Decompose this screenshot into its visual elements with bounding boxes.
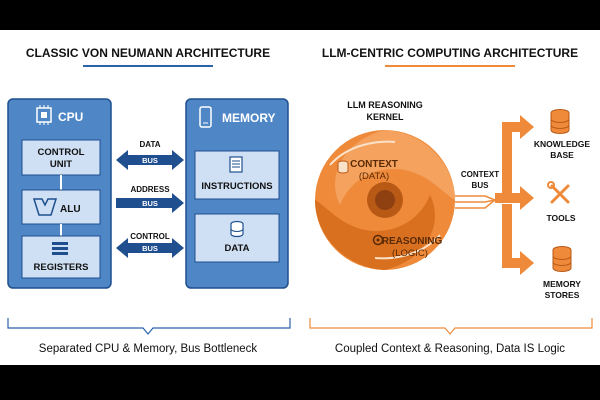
tools-label: TOOLS [546,213,575,223]
right-brace [309,318,593,335]
registers-icon [52,242,68,255]
data-label: DATA [225,243,250,254]
reasoning-label-2: (LOGIC) [392,248,428,259]
control-bus-arrow [116,238,184,258]
gear-icon [372,234,384,246]
right-title: LLM-CENTRIC COMPUTING ARCHITECTURE [322,46,578,60]
database-icon [230,220,244,238]
kernel-label-1: LLM REASONING [347,100,423,110]
left-brace [7,318,291,335]
control-unit-label-2: UNIT [50,159,72,170]
memory-stores-label-1: MEMORY [543,279,581,289]
alu-label: ALU [60,204,81,215]
control-unit-box [21,139,101,176]
knowledge-base-label-2: BASE [550,150,574,160]
control-unit-label-1: CONTROL [38,147,85,158]
context-label-1: CONTEXT [350,159,398,170]
control-bus-label-1: CONTROL [130,232,170,241]
knowledge-base-icon [550,109,570,134]
context-bus-label-2: BUS [472,181,490,190]
knowledge-base-label-1: KNOWLEDGE [534,139,591,149]
cpu-label: CPU [58,110,83,124]
right-caption: Coupled Context & Reasoning, Data IS Log… [335,343,565,355]
data-bus-arrow [116,150,184,170]
memory-stores-icon [552,246,572,272]
address-bus-label-2: BUS [142,199,158,208]
left-title: CLASSIC VON NEUMANN ARCHITECTURE [26,46,270,60]
alu-icon [32,198,58,216]
document-icon [229,156,243,173]
registers-label: REGISTERS [34,262,89,273]
context-bus-label-1: CONTEXT [461,170,499,179]
address-bus-label-1: ADDRESS [130,185,170,194]
memory-label: MEMORY [222,111,276,125]
data-bus-label-2: BUS [142,156,158,165]
control-bus-label-2: BUS [142,244,158,253]
context-bus-lines [455,195,496,209]
database-icon [337,160,349,174]
alu-box [21,189,101,225]
reasoning-kernel-swirl [315,130,455,270]
chip-icon [36,105,52,125]
address-bus-arrow [116,193,184,213]
wrench-icon [547,181,570,204]
memory-stores-label-2: STORES [545,290,580,300]
reasoning-label-1: REASONING [382,236,443,247]
kernel-label-2: KERNEL [366,112,404,122]
left-caption: Separated CPU & Memory, Bus Bottleneck [39,343,258,355]
data-bus-label-1: DATA [139,140,160,149]
instructions-label: INSTRUCTIONS [201,181,272,192]
branch-arrows [495,115,534,275]
phone-memory-icon [199,106,212,128]
context-label-2: (DATA) [359,171,389,182]
